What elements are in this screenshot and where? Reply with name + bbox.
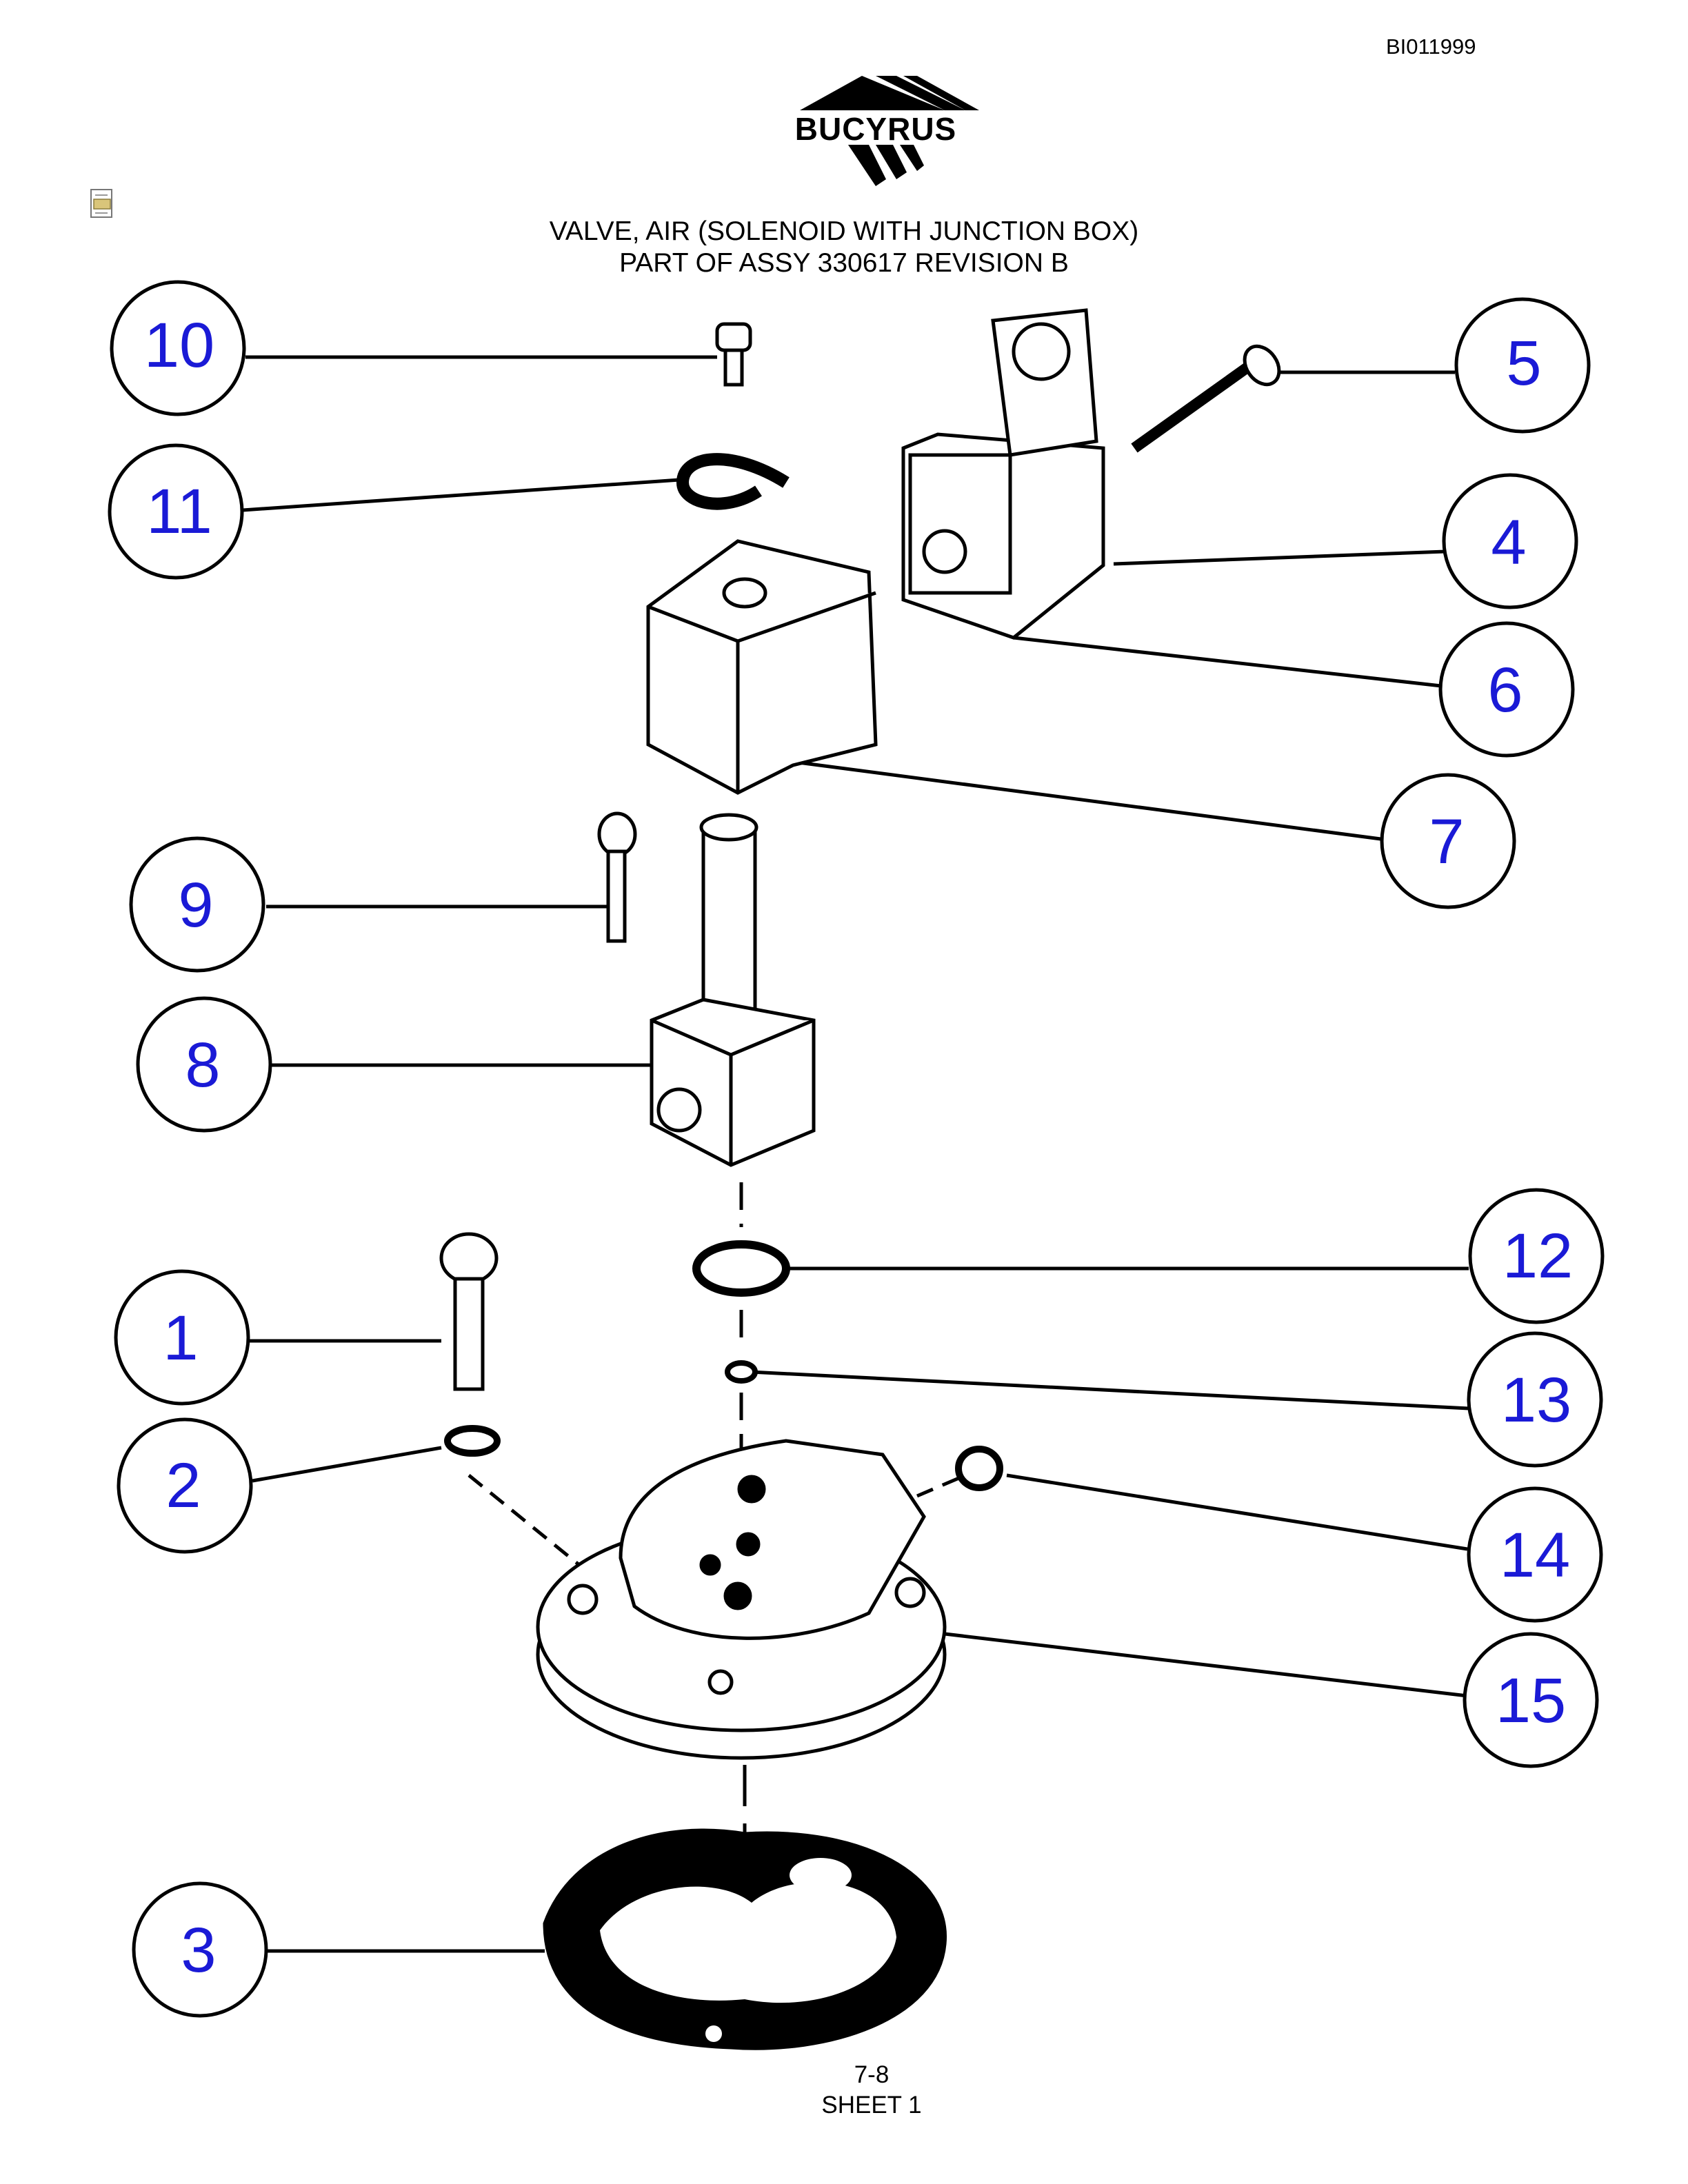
part-9-screw — [597, 811, 637, 943]
part-1-cap-screw — [439, 1232, 499, 1391]
part-4-junction-box — [901, 308, 1105, 640]
callout-number-3: 3 — [181, 1915, 216, 1985]
callout-number-6: 6 — [1487, 655, 1523, 725]
part-10-screw — [715, 322, 752, 387]
callout-circle-10 — [110, 280, 246, 416]
callout-circle-1 — [114, 1269, 250, 1406]
part-8-valve-body — [650, 813, 816, 1167]
leader-2 — [252, 1446, 442, 1483]
part-2-lock-washer — [444, 1425, 501, 1457]
part-3-gasket — [543, 1828, 947, 2050]
leader-15 — [944, 1632, 1468, 1698]
part-13-small-o-ring — [725, 1360, 758, 1384]
part-11-retaining-clip — [676, 453, 790, 510]
callout-circle-14 — [1467, 1486, 1603, 1623]
callout-circle-6 — [1438, 621, 1575, 758]
logo-wordmark: BUCYRUS — [794, 111, 957, 147]
callout-number-8: 8 — [185, 1030, 220, 1100]
callout-circle-8 — [136, 996, 272, 1133]
leader-14 — [1006, 1473, 1468, 1551]
callout-circle-15 — [1463, 1632, 1599, 1768]
callout-number-4: 4 — [1491, 507, 1526, 578]
part-15-base-plate — [536, 1439, 947, 1760]
callout-number-9: 9 — [178, 870, 213, 940]
bucyrus-logo — [800, 76, 979, 186]
callout-number-7: 7 — [1429, 807, 1464, 877]
callout-number-2: 2 — [165, 1450, 201, 1521]
callout-number-11: 11 — [146, 476, 212, 547]
drawing-subtitle: PART OF ASSY 330617 REVISION B — [619, 248, 1069, 278]
callout-number-10: 10 — [144, 310, 214, 381]
callout-number-15: 15 — [1496, 1666, 1566, 1736]
callout-circle-4 — [1442, 473, 1578, 609]
callout-number-12: 12 — [1503, 1221, 1573, 1291]
leader-11 — [242, 477, 690, 512]
callout-circle-9 — [129, 836, 265, 973]
part-5-long-screw — [1131, 344, 1281, 453]
callout-number-14: 14 — [1500, 1520, 1570, 1590]
leader-7 — [792, 760, 1387, 842]
callout-circle-2 — [117, 1417, 253, 1554]
document-id: BI011999 — [1386, 34, 1476, 59]
callout-circle-3 — [132, 1881, 268, 2018]
callout-circle-13 — [1467, 1331, 1603, 1468]
part-12-o-ring — [692, 1240, 790, 1297]
part-7-coil — [646, 539, 878, 795]
part-14-plug — [955, 1446, 1003, 1491]
sheet-number: SHEET 1 — [821, 2092, 922, 2119]
callout-circle-5 — [1454, 297, 1591, 434]
callout-circle-7 — [1380, 773, 1516, 909]
callout-number-13: 13 — [1501, 1365, 1571, 1435]
callout-number-5: 5 — [1506, 328, 1541, 398]
callout-circle-11 — [108, 443, 244, 580]
leader-13 — [750, 1370, 1469, 1410]
callout-number-1: 1 — [163, 1303, 198, 1373]
document-icon[interactable] — [90, 188, 117, 220]
callout-circle-12 — [1468, 1188, 1605, 1324]
page-number: 7-8 — [854, 2061, 890, 2088]
leader-4 — [1113, 549, 1446, 566]
drawing-title: VALVE, AIR (SOLENOID WITH JUNCTION BOX) — [549, 216, 1139, 246]
leader-6 — [1013, 636, 1442, 688]
